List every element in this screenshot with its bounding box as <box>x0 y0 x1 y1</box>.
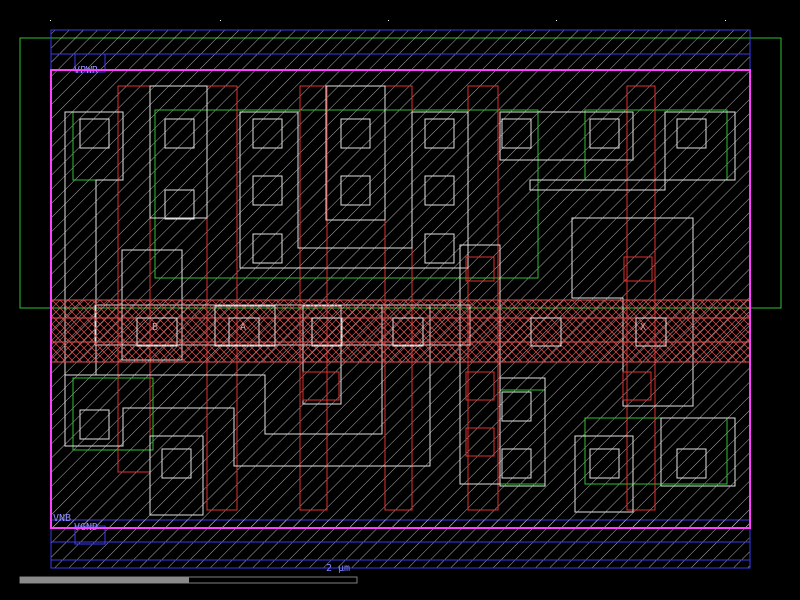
scale-bar-fill <box>20 577 189 583</box>
pin-label-a: B <box>152 322 158 333</box>
vgnd-pin <box>74 525 106 545</box>
scale-bar-label: 2 μm <box>326 563 350 574</box>
vnb-label: VNB <box>53 513 71 524</box>
pin-label-out: X <box>640 322 646 333</box>
power-rail-top <box>50 29 751 71</box>
cell-body-hatch <box>51 70 750 528</box>
vpwr-pin <box>74 53 106 73</box>
poly-gates <box>117 85 656 511</box>
poly-pads <box>302 256 653 457</box>
scale-bar: 2 μm <box>19 563 358 584</box>
poly-routing-channel <box>50 299 751 363</box>
top-tick-marks <box>50 20 726 21</box>
contacts <box>79 118 707 479</box>
pin-label-b: A <box>240 322 246 333</box>
cell-boundary <box>50 69 751 529</box>
poly-contacts <box>136 305 667 347</box>
